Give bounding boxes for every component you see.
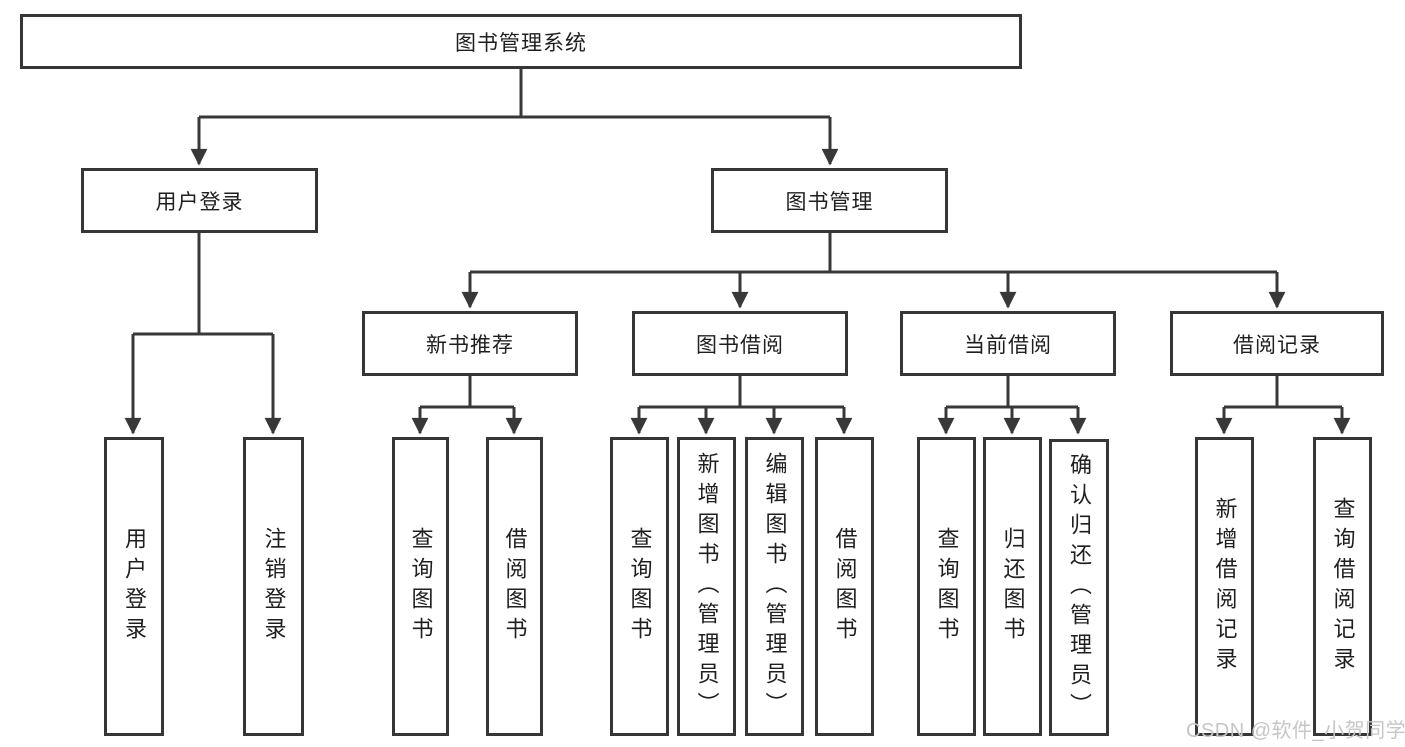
leaf-borrow-add-book-admin: 新增图书（管理员）: [677, 437, 736, 736]
leaf-borrow-borrow-book: 借阅图书: [815, 437, 874, 736]
node-user-login: 用户登录: [81, 168, 318, 233]
leaf-current-confirm-return-admin: 确认归还（管理员）: [1049, 439, 1109, 736]
leaf-logout: 注销登录: [243, 437, 304, 736]
node-borrow-record: 借阅记录: [1170, 311, 1384, 376]
watermark-text: CSDN @软件_小贺同学: [1186, 720, 1405, 742]
connector-new-book-recommend-branch: [411, 376, 523, 435]
leaf-user-login: 用户登录: [104, 437, 164, 736]
leaf-recommend-query-book: 查询图书: [392, 437, 449, 736]
connector-book-borrow-branch: [630, 376, 853, 435]
leaf-current-return-book: 归还图书: [983, 437, 1042, 736]
leaf-record-query-record: 查询借阅记录: [1313, 437, 1372, 736]
connector-current-borrow-branch: [937, 376, 1087, 435]
leaf-record-add-record: 新增借阅记录: [1195, 437, 1254, 736]
node-current-borrow: 当前借阅: [900, 311, 1116, 376]
leaf-recommend-borrow-book: 借阅图书: [486, 437, 543, 736]
leaf-current-query-book: 查询图书: [917, 437, 976, 736]
connector-book-management-branch: [461, 233, 1286, 309]
node-root: 图书管理系统: [20, 14, 1022, 69]
connector-root-to-level2: [190, 69, 839, 166]
node-book-borrow: 图书借阅: [632, 311, 848, 376]
connector-user-login-branch: [124, 233, 282, 435]
leaf-borrow-edit-book-admin: 编辑图书（管理员）: [745, 437, 804, 736]
node-new-book-recommend: 新书推荐: [362, 311, 578, 376]
connector-borrow-record-branch: [1215, 376, 1351, 435]
leaf-borrow-query-book: 查询图书: [610, 437, 669, 736]
node-book-management: 图书管理: [711, 168, 948, 233]
